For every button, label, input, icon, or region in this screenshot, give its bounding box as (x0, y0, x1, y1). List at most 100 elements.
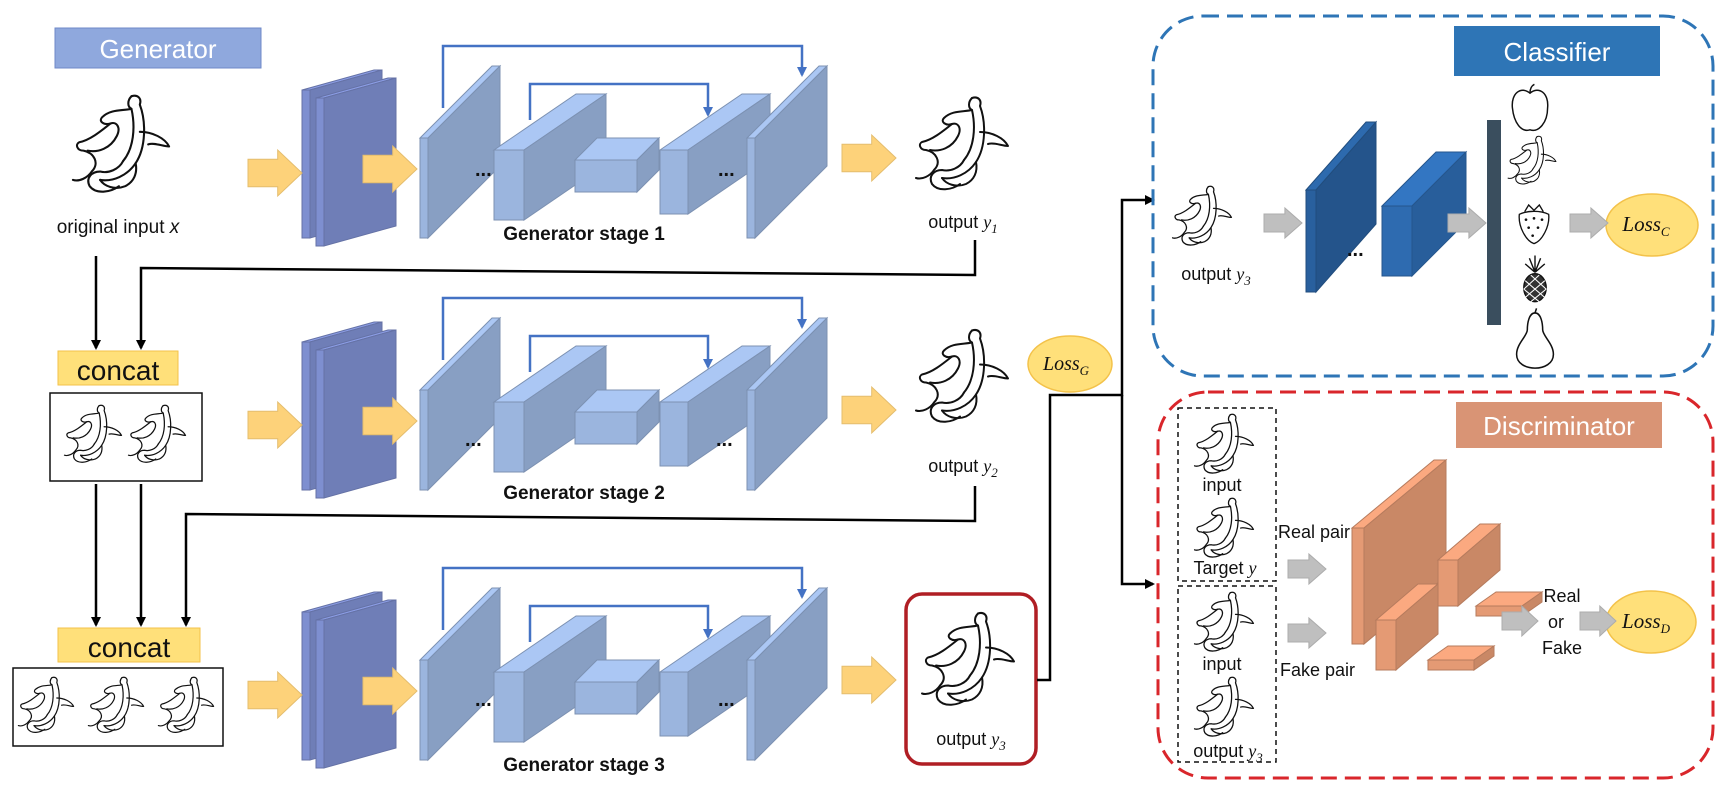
classifier-input-image (1171, 185, 1233, 246)
real-pair-label: Real pair (1278, 522, 1350, 542)
generator-stage-1 (247, 44, 897, 247)
stage-2-enc-1 (418, 316, 502, 492)
fake-pair-input-label: input (1202, 654, 1241, 674)
discriminator-border (1156, 390, 1715, 780)
decision-or-label: or (1548, 612, 1564, 632)
fruit-pear-icon (1515, 308, 1555, 369)
stage-2-skip-outer (441, 296, 807, 360)
real-pair-target-label: Target y (1193, 558, 1256, 578)
generator-stage-3-label: Generator stage 3 (503, 755, 665, 776)
output-y3-label: output y3 (936, 729, 1006, 753)
stage-2-input-slab-a-front (301, 341, 311, 491)
stage-1-input-slab-b (315, 77, 397, 247)
cls-block-1 (1304, 120, 1378, 294)
cls-arrow-out (1569, 206, 1609, 240)
discriminator-network (1350, 458, 1544, 672)
cls-block-2-front (1381, 205, 1413, 277)
loss-d-label: LossD (1621, 609, 1671, 636)
generator-stage-3 (247, 566, 897, 769)
stage-2-input-slab-b-front (315, 349, 325, 499)
stage-3-input-slab-a-front (301, 611, 311, 761)
disc-block-1-front (1351, 527, 1365, 645)
loss-g-label: LossG (1042, 353, 1090, 378)
stage-1-input-slab-a-front (301, 89, 311, 239)
fake-pair-output-image (1193, 676, 1255, 737)
cls-arrow-in (1263, 206, 1303, 240)
stage-1-arrow-mid (362, 144, 418, 194)
disc-arrow-loss (1579, 604, 1617, 638)
classifier-border (1151, 14, 1715, 378)
stage-3-enc-2 (492, 615, 608, 743)
loss-c-label: LossC (1621, 212, 1670, 239)
stage-2-enc-2-front (493, 401, 525, 473)
fruit-banana-icon (1507, 135, 1557, 185)
generator-title: Generator (99, 34, 216, 64)
discriminator-section: Discriminator input Target y input outpu… (1156, 390, 1715, 780)
stage-2-input-slab-b (315, 329, 397, 499)
stage-3-enc-1-side (427, 586, 501, 762)
stage-1-dec-1-side (754, 64, 828, 240)
stage-3-ellipsis-right: ... (718, 689, 735, 711)
stage-2-dec-2 (658, 345, 772, 467)
concat-2-box (57, 627, 201, 663)
stage-3-ellipsis-left: ... (475, 689, 492, 711)
stage-3-input-slab-b (315, 599, 397, 769)
stage-3-dec-2-front (659, 671, 689, 737)
stage-3-arrow-in (247, 670, 303, 720)
connector-y3-to-branches (1037, 195, 1155, 682)
real-pair-target-image (1193, 497, 1255, 558)
disc-arrow-real (1287, 552, 1327, 586)
disc-block-3-front (1437, 559, 1459, 607)
fake-pair-output-label: output y3 (1193, 741, 1263, 765)
real-pair-input-image (1193, 413, 1255, 474)
stage-2-bottleneck-front (574, 411, 638, 445)
stage-2-bottleneck (573, 388, 661, 446)
disc-block-4 (1474, 591, 1544, 617)
stage-1-dec-1 (745, 64, 829, 240)
stage-3-enc-2-front (493, 671, 525, 743)
fruit-pineapple-icon (1523, 254, 1547, 303)
concat-2-image-box (12, 667, 224, 747)
stage-1-skip-outer (441, 44, 807, 108)
original-input-image (71, 94, 171, 193)
stage-1-arrow-out (841, 133, 897, 183)
stage-3-bottleneck-front (574, 681, 638, 715)
stage-2-arrow-out (841, 385, 897, 435)
disc-arrow-fake (1287, 616, 1327, 650)
disc-arrow-out (1501, 604, 1539, 638)
stage-3-dec-1-side (754, 586, 828, 762)
ellipsis-labels: ... ... ... ... ... ... ... (465, 159, 1364, 711)
stage-2-ellipsis-left: ... (465, 429, 482, 451)
stage-3-arrow-out (841, 655, 897, 705)
output-y3-image (920, 611, 1016, 706)
stage-2-enc-2 (492, 345, 608, 473)
stage-2-dec-1-side (754, 316, 828, 492)
disc-block-2 (1374, 582, 1440, 672)
original-input-label: original input x (57, 217, 181, 238)
stage-1-enc-1 (418, 64, 502, 240)
fake-pair-label: Fake pair (1280, 660, 1355, 680)
classifier-section: Classifier output y3 LossC (1151, 14, 1715, 378)
classifier-title: Classifier (1504, 37, 1611, 67)
stage-2-dec-1 (745, 316, 829, 492)
stage-3-enc-1 (418, 586, 502, 762)
stage-3-enc-1-front (419, 659, 429, 761)
stage-2-dec-1-front (746, 389, 756, 491)
stage-1-bottleneck-front (574, 159, 638, 193)
fruit-apple-icon (1511, 83, 1549, 132)
classifier-title-box (1454, 26, 1660, 76)
concat-1-box (57, 350, 179, 386)
classifier-ellipsis: ... (1347, 239, 1364, 261)
concat-1-image-box (49, 392, 203, 482)
stage-1-dec-2-front (659, 149, 689, 215)
stage-3-dec-1-front (746, 659, 756, 761)
loss-g-ellipse (1027, 335, 1113, 393)
fake-pair-input-image (1193, 591, 1255, 652)
cls-arrow-mid (1447, 206, 1487, 240)
fake-pair-box (1177, 585, 1277, 763)
flow-arrows (1263, 206, 1617, 650)
discriminator-title: Discriminator (1483, 411, 1635, 441)
fruit-strawberry-icon (1518, 204, 1550, 245)
stage-1-dec-1-front (746, 137, 756, 239)
